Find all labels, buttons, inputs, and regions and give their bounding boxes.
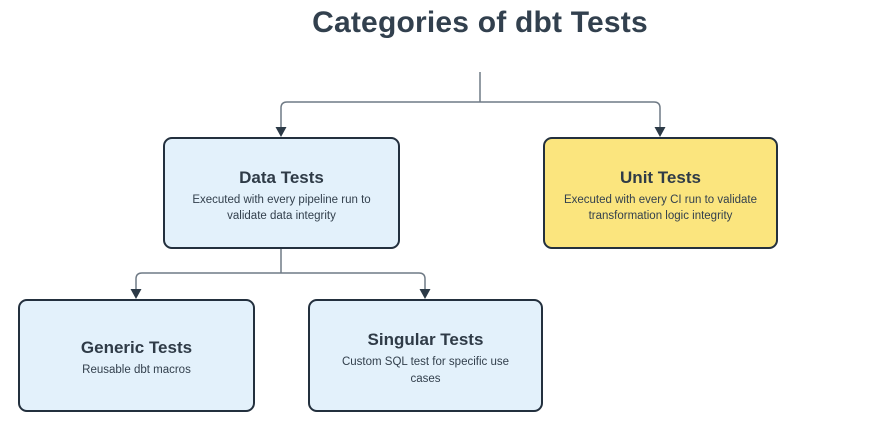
node-data-tests: Data Tests Executed with every pipeline …: [163, 137, 400, 249]
connector-root-to-unit-tests: [480, 101, 661, 129]
connector-root-to-data-tests: [280, 101, 480, 129]
node-unit-tests: Unit Tests Executed with every CI run to…: [543, 137, 778, 249]
arrow-down-icon: [275, 127, 287, 137]
connector-data-tests-to-generic: [135, 272, 281, 291]
node-title: Data Tests: [239, 167, 324, 187]
diagram-title: Categories of dbt Tests: [312, 6, 648, 39]
node-generic-tests: Generic Tests Reusable dbt macros: [18, 299, 255, 412]
node-description: Custom SQL test for specific use cases: [341, 356, 510, 385]
node-title: Singular Tests: [367, 330, 484, 350]
connector-data-tests-to-singular: [281, 272, 426, 291]
node-description: Executed with every CI run to validate t…: [563, 193, 758, 222]
arrow-down-icon: [654, 127, 666, 137]
arrow-down-icon: [419, 289, 431, 299]
node-title: Generic Tests: [80, 338, 193, 358]
node-description: Reusable dbt macros: [82, 364, 191, 377]
node-title: Unit Tests: [620, 167, 701, 187]
node-singular-tests: Singular Tests Custom SQL test for speci…: [308, 299, 543, 412]
node-description: Executed with every pipeline run to vali…: [192, 193, 371, 222]
arrow-down-icon: [130, 289, 142, 299]
